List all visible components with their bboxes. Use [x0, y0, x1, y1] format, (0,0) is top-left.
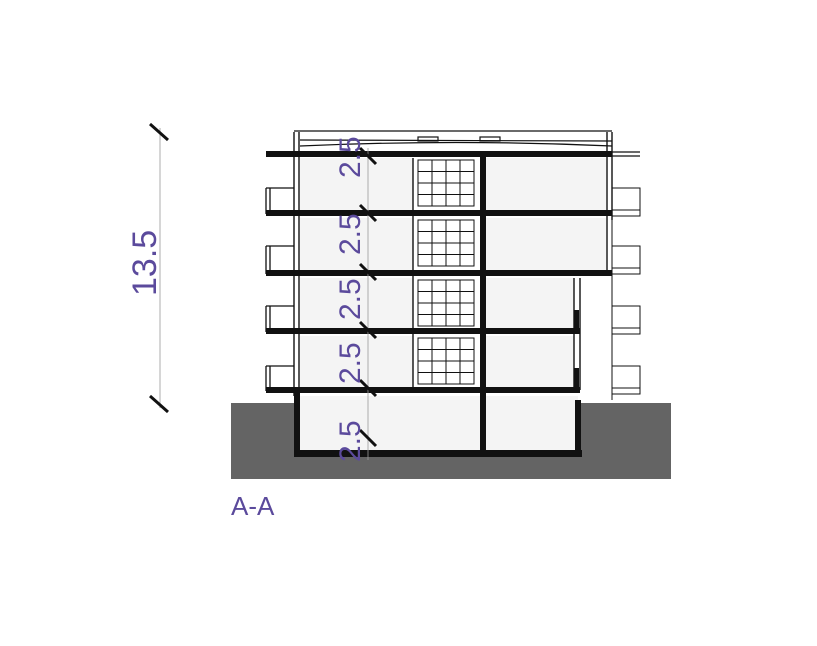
overall-height-label: 13.5	[126, 230, 164, 296]
roof	[294, 130, 640, 157]
stair-windows	[417, 159, 475, 385]
core-wall	[480, 157, 486, 450]
basement-room-left	[300, 396, 480, 450]
floor-height-label-1: 2.5	[334, 136, 367, 178]
floor-height-label-2: 2.5	[334, 213, 367, 255]
basement-room-right	[486, 396, 578, 450]
room-fills	[300, 158, 606, 388]
balconies-right	[611, 156, 641, 400]
dimension-ticks	[149, 122, 378, 448]
right-small-supports	[574, 310, 579, 388]
floor-height-label-5: 2.5	[334, 420, 367, 462]
floor-height-label-4: 2.5	[334, 342, 367, 384]
basement-wall-right	[575, 400, 581, 452]
section-label: A-A	[231, 491, 275, 521]
basement-wall-left	[294, 393, 300, 453]
floor-slabs	[266, 151, 612, 457]
dimension-lines	[159, 128, 369, 460]
floor-height-labels: 2.5 2.5 2.5 2.5 2.5	[334, 136, 367, 462]
floor-height-label-3: 2.5	[334, 278, 367, 320]
balconies-left	[265, 187, 294, 391]
